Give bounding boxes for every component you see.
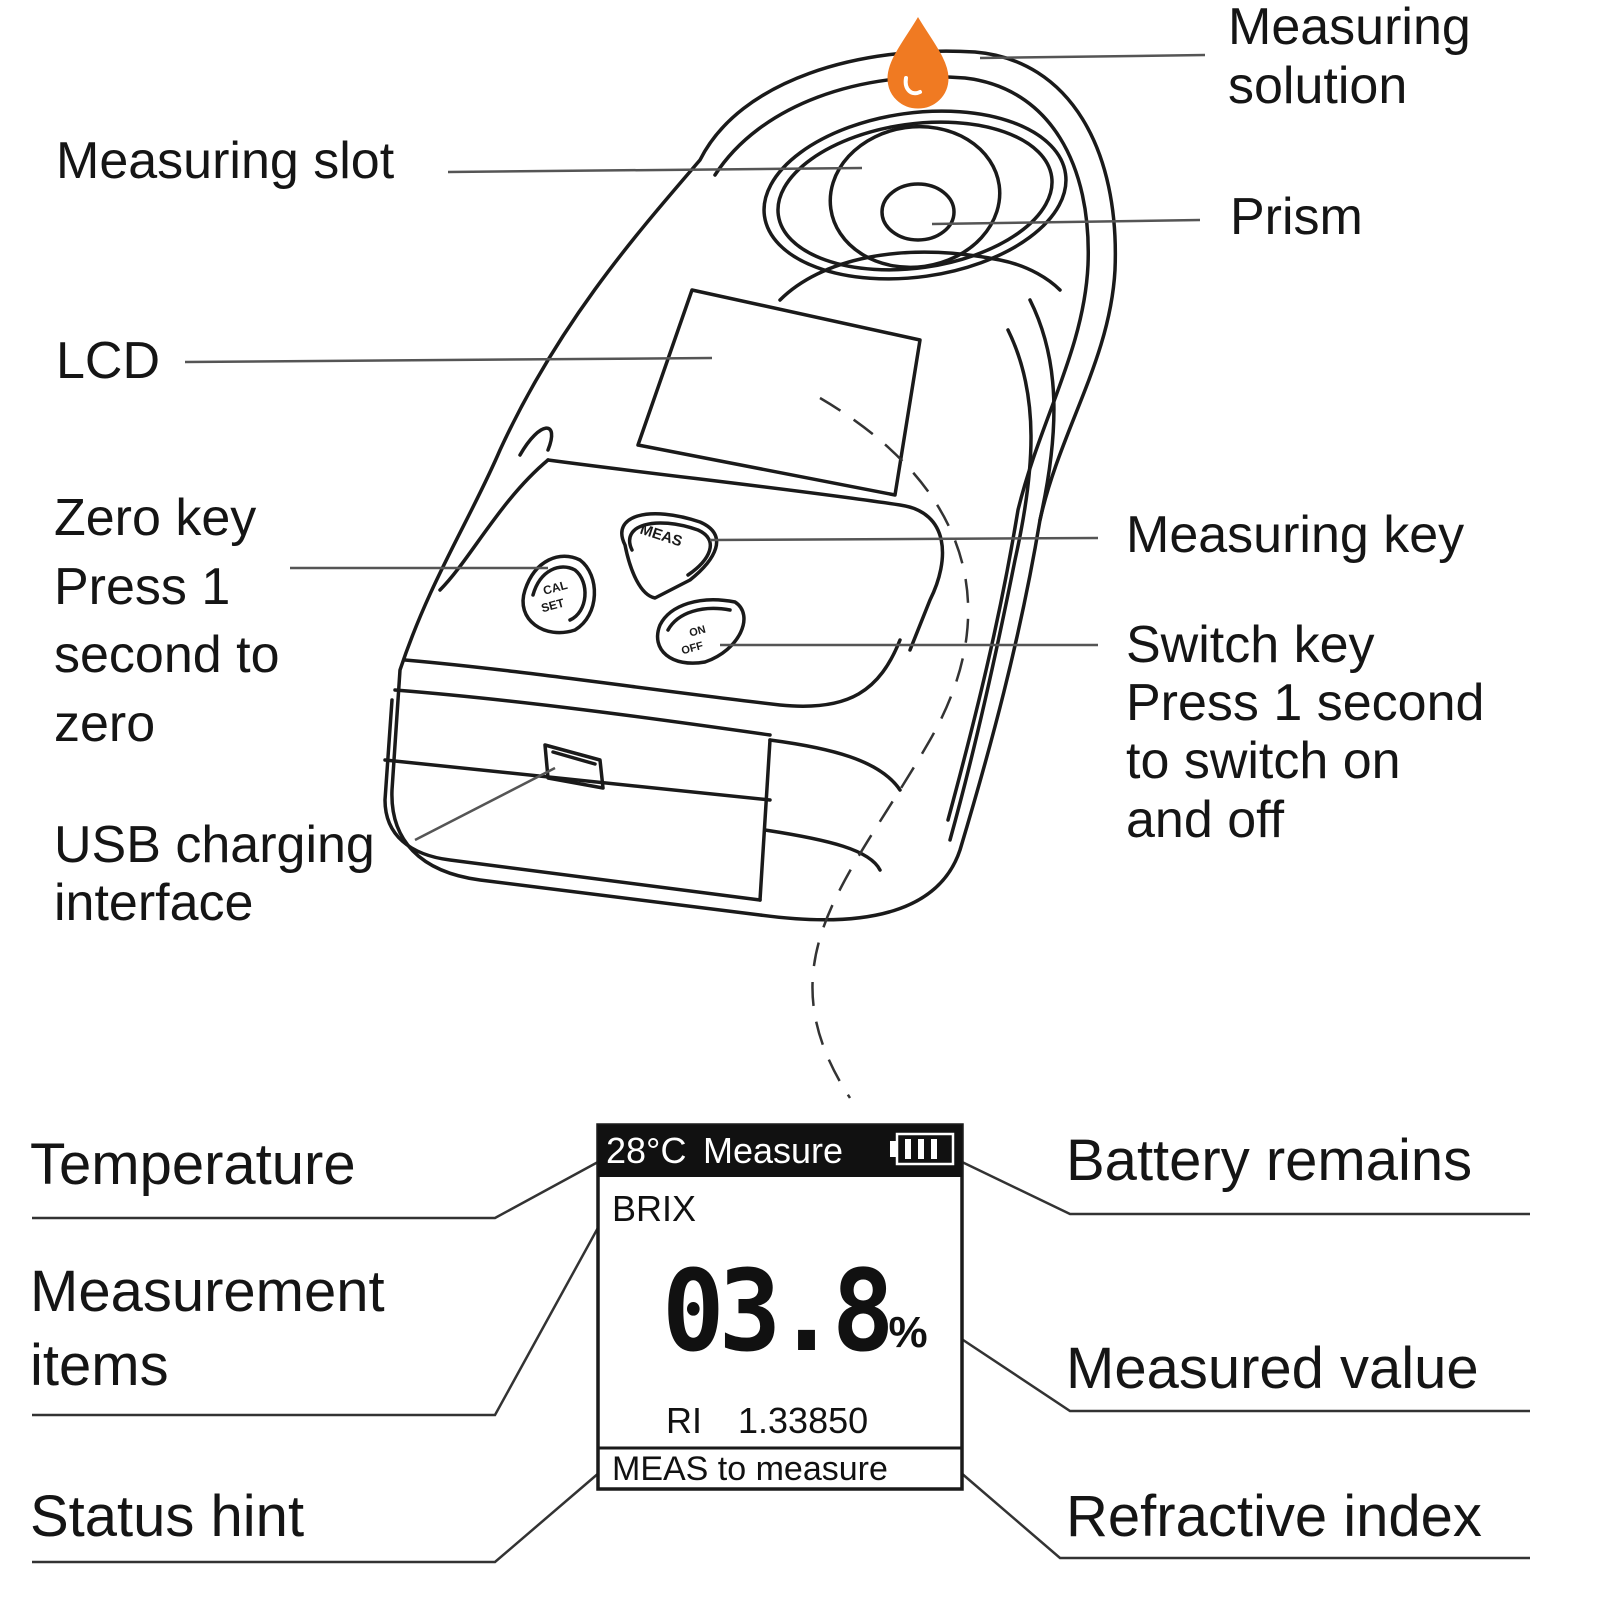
device-lcd [636,288,922,497]
ri-value: 1.33850 [738,1400,869,1441]
label-zero-key: Zero key Press 1 second to zero [54,489,280,753]
label-status-hint: Status hint [30,1484,305,1549]
label-measuring-slot: Measuring slot [56,132,395,190]
label-prism: Prism [1230,188,1363,246]
screen-ri-row: RI 1.33850 [666,1400,868,1442]
screen-temperature: 28°C [606,1130,687,1171]
zoom-dashed-curve [811,396,970,1099]
screen-measured-value: 03.8% [662,1245,928,1377]
label-lcd: LCD [56,332,161,390]
cal-set-key [521,554,597,635]
on-off-key [655,598,746,665]
meas-key [620,511,719,600]
value-digits: 03.8 [662,1245,894,1377]
label-temperature: Temperature [30,1132,356,1197]
device-body-outline [390,49,1118,922]
label-measuring-key: Measuring key [1126,506,1465,564]
value-unit: % [888,1308,928,1357]
set-key-label: SET [540,596,567,616]
lcd-screen [596,1123,964,1491]
battery-bar [931,1139,937,1159]
measuring-slot [762,109,1068,281]
label-measurement-items: Measurement items [30,1259,385,1399]
screen-mode: Measure [703,1130,844,1171]
label-refractive-index: Refractive index [1066,1484,1482,1549]
label-usb: USB charging interface [54,816,375,933]
screen-status-hint: MEAS to measure [612,1450,888,1488]
label-measuring-solution: Measuring solution [1228,0,1471,116]
solution-drop-icon [887,17,949,109]
battery-bar [918,1139,924,1159]
label-battery-remains: Battery remains [1066,1128,1473,1193]
label-measured-value: Measured value [1066,1336,1479,1401]
ri-label: RI [666,1400,702,1441]
off-key-label: OFF [680,640,705,657]
battery-icon [890,1132,955,1166]
battery-bar [905,1139,911,1159]
cal-key-label: CAL [542,578,569,598]
screen-measurement-item: BRIX [612,1188,697,1229]
on-key-label: ON [688,624,707,640]
label-switch-key: Switch key Press 1 second to switch on a… [1126,616,1485,849]
prism [880,182,956,242]
usb-port [543,743,605,790]
